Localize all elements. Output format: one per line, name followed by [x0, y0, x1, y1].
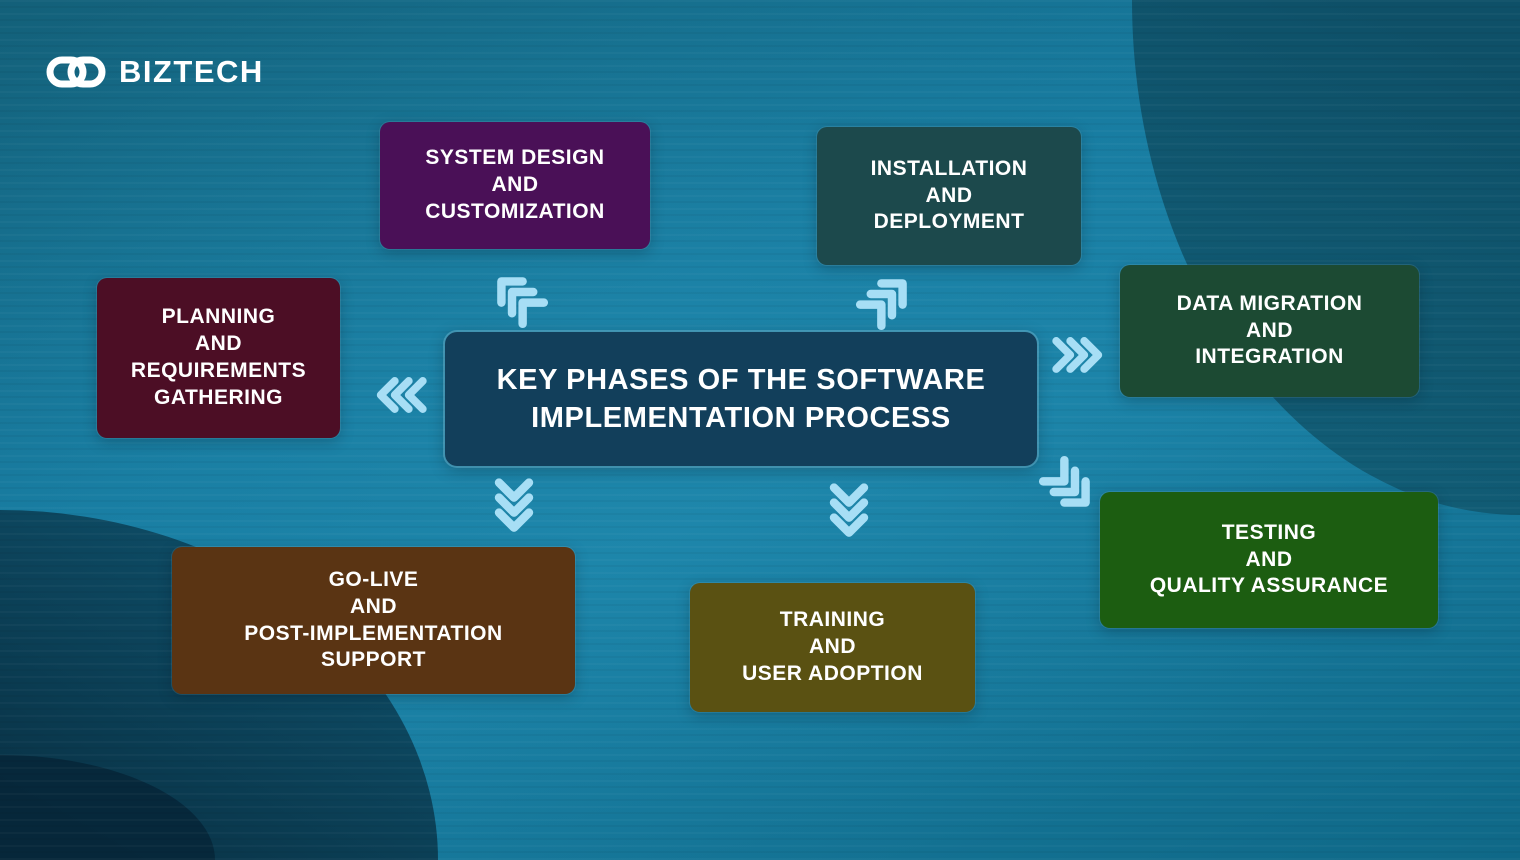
- phase-box-planning: PLANNING AND REQUIREMENTS GATHERING: [97, 278, 340, 438]
- chevron-right-icon: [1052, 337, 1103, 373]
- phase-label: TRAINING AND USER ADOPTION: [742, 608, 923, 685]
- chevron-up-left-icon: [497, 277, 549, 329]
- phase-box-training: TRAINING AND USER ADOPTION: [690, 583, 975, 712]
- center-title-box: KEY PHASES OF THE SOFTWARE IMPLEMENTATIO…: [445, 332, 1037, 466]
- phase-label: INSTALLATION AND DEPLOYMENT: [870, 156, 1028, 234]
- phase-box-data-migration: DATA MIGRATION AND INTEGRATION: [1120, 265, 1419, 397]
- phase-box-installation: INSTALLATION AND DEPLOYMENT: [817, 127, 1081, 265]
- phase-label: PLANNING AND REQUIREMENTS GATHERING: [130, 305, 307, 409]
- chevron-left-icon: [376, 377, 427, 413]
- phase-box-system-design: SYSTEM DESIGN AND CUSTOMIZATION: [380, 122, 650, 249]
- chain-link-icon: [45, 52, 107, 92]
- chevron-down-icon: [494, 478, 534, 532]
- phase-box-testing: TESTING AND QUALITY ASSURANCE: [1100, 492, 1438, 628]
- chevron-down-right-icon: [1038, 455, 1090, 507]
- phase-label: SYSTEM DESIGN AND CUSTOMIZATION: [425, 146, 605, 223]
- chevron-up-right-icon: [855, 279, 907, 331]
- brand-logo: BIZTECH: [45, 52, 264, 92]
- page-title: KEY PHASES OF THE SOFTWARE IMPLEMENTATIO…: [496, 363, 986, 434]
- phase-box-go-live: GO-LIVE AND POST-IMPLEMENTATION SUPPORT: [172, 547, 575, 694]
- phase-label: TESTING AND QUALITY ASSURANCE: [1149, 520, 1389, 598]
- phase-label: GO-LIVE AND POST-IMPLEMENTATION SUPPORT: [244, 567, 503, 672]
- chevron-down-icon: [829, 483, 869, 537]
- brand-name: BIZTECH: [119, 54, 264, 89]
- phase-label: DATA MIGRATION AND INTEGRATION: [1176, 291, 1363, 369]
- background-blob-top-right: [1132, 0, 1520, 515]
